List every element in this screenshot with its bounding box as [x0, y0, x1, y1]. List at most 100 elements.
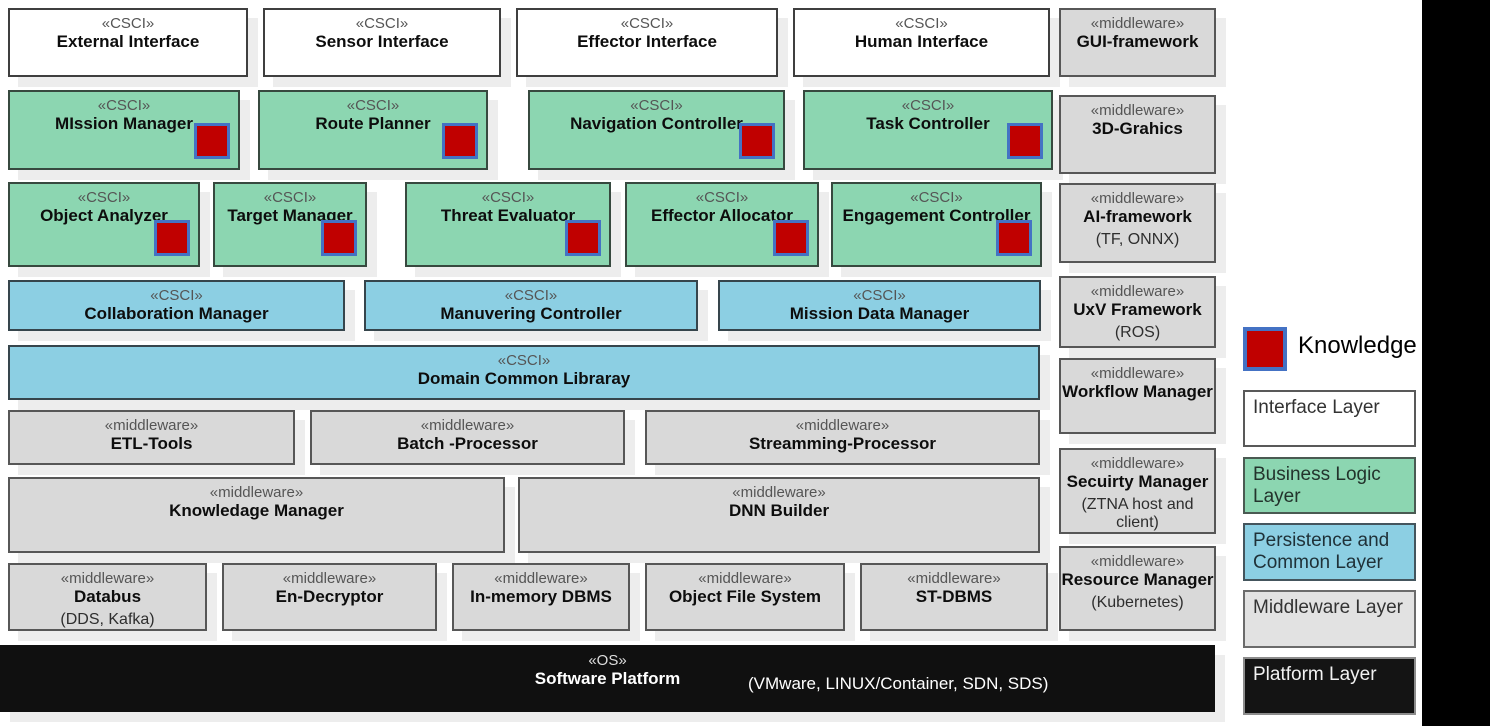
component-subtitle: (ROS): [1114, 323, 1161, 341]
gui-framework-box: «middleware»GUI-framework: [1059, 8, 1216, 77]
stereotype-label: «middleware»: [1090, 190, 1185, 207]
component-name: Effector Allocator: [650, 206, 793, 226]
stereotype-label: «middleware»: [1090, 102, 1185, 119]
uxv-framework-box: «middleware»UxV Framework (ROS): [1059, 276, 1216, 348]
platform-detail-label: (VMware, LINUX/Container, SDN, SDS): [748, 674, 1049, 693]
human-interface-box: «CSCI»Human Interface: [793, 8, 1050, 77]
databus-box: «middleware»Databus (DDS, Kafka): [8, 563, 207, 631]
component-name: Route Planner: [315, 114, 431, 134]
target-manager-box: «CSCI»Target Manager: [213, 182, 367, 267]
threat-evaluator-box: «CSCI»Threat Evaluator: [405, 182, 611, 267]
component-name: External Interface: [56, 32, 200, 52]
knowledge-model-marker-icon: [565, 220, 601, 256]
manuvering-controller-box: «CSCI»Manuvering Controller: [364, 280, 698, 331]
stereotype-label: «CSCI»: [910, 189, 963, 206]
stereotype-label: «CSCI»: [97, 97, 151, 114]
stereotype-label: «CSCI»: [895, 15, 948, 32]
legend-item-business-logic-layer: Business Logic Layer: [1243, 457, 1416, 514]
component-name: Effector Interface: [577, 32, 717, 52]
component-name: Domain Common Libraray: [417, 369, 631, 389]
component-name: Threat Evaluator: [440, 206, 576, 226]
component-subtitle: (ZTNA host and client): [1081, 495, 1194, 532]
component-name: Databus: [73, 587, 142, 607]
component-name: In-memory DBMS: [470, 587, 612, 607]
object-analyzer-box: «CSCI»Object Analyzer: [8, 182, 200, 267]
stereotype-label: «middleware»: [494, 570, 588, 587]
streaming-processor-box: «middleware»Streamming-Processor: [645, 410, 1040, 465]
stereotype-label: «middleware»: [1090, 553, 1185, 570]
stereotype-label: «CSCI»: [355, 15, 409, 32]
etl-tools-box: «middleware»ETL-Tools: [8, 410, 295, 465]
engagement-controller-box: «CSCI»Engagement Controller: [831, 182, 1042, 267]
navigation-controller-box: «CSCI»Navigation Controller: [528, 90, 785, 170]
component-subtitle: (TF, ONNX): [1095, 230, 1180, 248]
dnn-builder-box: «middleware»DNN Builder: [518, 477, 1040, 553]
stereotype-label: «CSCI»: [853, 287, 906, 304]
component-name: UxV Framework: [1073, 300, 1202, 320]
stereotype-label: «middleware»: [732, 484, 826, 501]
legend-item-interface-layer: Interface Layer: [1243, 390, 1416, 447]
component-name: Navigation Controller: [570, 114, 743, 134]
knowledge-model-marker-icon: [1243, 327, 1287, 371]
in-memory-dbms-box: «middleware»In-memory DBMS: [452, 563, 630, 631]
domain-common-library-box: «CSCI»Domain Common Libraray: [8, 345, 1040, 400]
stereotype-label: «middleware»: [420, 417, 515, 434]
component-name: Resource Manager: [1061, 570, 1214, 590]
resource-manager-box: «middleware»Resource Manager (Kubernetes): [1059, 546, 1216, 631]
stereotype-label: «middleware»: [1090, 365, 1185, 382]
component-name: Secuirty Manager: [1066, 472, 1209, 492]
knowledge-model-marker-icon: [1007, 123, 1043, 159]
component-name: MIssion Manager: [55, 114, 193, 134]
security-manager-box: «middleware»Secuirty Manager(ZTNA host a…: [1059, 448, 1216, 534]
stereotype-label: «CSCI»: [620, 15, 674, 32]
stereotype-label: «middleware»: [698, 570, 792, 587]
knowledge-model-marker-icon: [739, 123, 775, 159]
component-name: ETL-Tools: [110, 434, 193, 454]
component-name: ST-DBMS: [915, 587, 993, 607]
right-black-strip: [1422, 0, 1490, 726]
ai-framework-box: «middleware»AI-framework(TF, ONNX): [1059, 183, 1216, 263]
mission-data-manager-box: «CSCI»Mission Data Manager: [718, 280, 1041, 331]
component-name: Human Interface: [854, 32, 989, 52]
stereotype-label: «CSCI»: [695, 189, 749, 206]
workflow-manager-box: «middleware»Workflow Manager: [1059, 358, 1216, 434]
stereotype-label: «CSCI»: [77, 189, 131, 206]
external-interface-box: «CSCI»External Interface: [8, 8, 248, 77]
component-name: DNN Builder: [728, 501, 830, 521]
route-planner-box: «CSCI»Route Planner: [258, 90, 488, 170]
component-name: Mission Data Manager: [789, 304, 970, 324]
component-name: Sensor Interface: [315, 32, 449, 52]
legend-item-middleware-layer: Middleware Layer: [1243, 590, 1416, 648]
knowledge-manager-box: «middleware»Knowledage Manager: [8, 477, 505, 553]
legend-marker-label: Knowledge m: [1298, 332, 1444, 359]
stereotype-label: «middleware»: [1090, 283, 1185, 300]
component-name: En-Decryptor: [275, 587, 384, 607]
batch-processor-box: «middleware»Batch -Processor: [310, 410, 625, 465]
component-name: Workflow Manager: [1062, 382, 1213, 402]
legend-item-persistence-and-common-layer: Persistence and Common Layer: [1243, 523, 1416, 581]
component-name: Object Analyzer: [40, 206, 168, 226]
stereotype-label: «CSCI»: [504, 287, 558, 304]
stereotype-label: «CSCI»: [497, 352, 551, 369]
sensor-interface-box: «CSCI»Sensor Interface: [263, 8, 501, 77]
knowledge-model-marker-icon: [194, 123, 230, 159]
stereotype-label: «CSCI»: [101, 15, 155, 32]
legend-item-platform-layer: Platform Layer: [1243, 657, 1416, 715]
effector-interface-box: «CSCI»Effector Interface: [516, 8, 778, 77]
component-name: 3D-Grahics: [1092, 119, 1183, 139]
stereotype-label: «middleware»: [60, 570, 155, 587]
component-name: Software Platform: [534, 669, 681, 689]
knowledge-model-marker-icon: [996, 220, 1032, 256]
component-subtitle: (Kubernetes): [1091, 593, 1184, 611]
component-name: Task Controller: [866, 114, 990, 134]
st-dbms-box: «middleware»ST-DBMS: [860, 563, 1048, 631]
stereotype-label: «middleware»: [795, 417, 890, 434]
object-file-system-box: «middleware»Object File System: [645, 563, 845, 631]
component-subtitle: (DDS, Kafka): [60, 610, 155, 628]
component-name: GUI-framework: [1076, 32, 1199, 52]
component-name: Streamming-Processor: [748, 434, 937, 454]
knowledge-model-marker-icon: [321, 220, 357, 256]
stereotype-label: «middleware»: [282, 570, 377, 587]
stereotype-label: «middleware»: [209, 484, 304, 501]
